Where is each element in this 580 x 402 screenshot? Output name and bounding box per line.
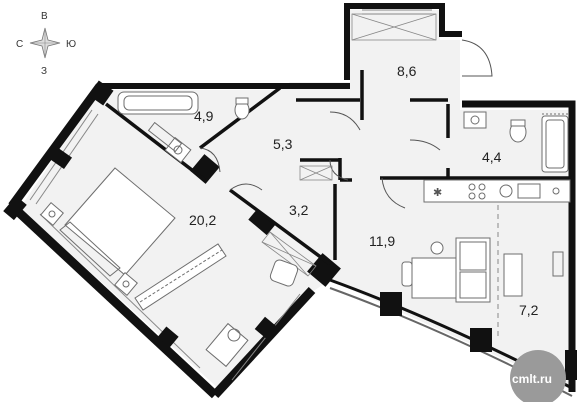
bathroom-main-fixtures	[117, 91, 250, 164]
room-area-hallway: 5,3	[273, 136, 293, 152]
wardrobe-icon	[134, 243, 227, 311]
kitchen-fixtures: ✱	[423, 179, 571, 340]
room-area-bathroom-main: 4,9	[194, 108, 214, 124]
compass-south-label: З	[41, 66, 47, 77]
door-swings	[199, 39, 493, 209]
bedroom-furniture	[40, 121, 299, 368]
nightstand-icon	[40, 202, 64, 226]
room-area-entrance: 8,6	[397, 63, 417, 79]
nightstand-icon	[114, 272, 138, 296]
cooktop-icon	[468, 183, 486, 200]
bathtub-icon	[117, 91, 199, 115]
kitchen-counter	[423, 179, 571, 203]
watermark-bubble	[510, 350, 566, 402]
compass: В С Ю З	[16, 11, 76, 77]
kitchen-sink-icon	[517, 183, 541, 199]
dining-table-icon	[411, 257, 457, 299]
compass-north-label: В	[41, 11, 48, 22]
room-area-closet: 3,2	[289, 202, 309, 218]
sink-icon	[164, 136, 192, 164]
room-area-bathroom-small: 4,4	[482, 149, 502, 165]
washer-icon	[499, 184, 513, 198]
armchair-icon	[269, 259, 299, 287]
shower-tray-icon	[541, 115, 569, 173]
plant-icon	[430, 241, 444, 255]
desk-icon	[205, 322, 249, 368]
wardrobes	[261, 13, 437, 277]
sink-icon	[463, 111, 487, 129]
compass-west-label: С	[16, 39, 23, 50]
watermark: cmlt.ru	[484, 350, 566, 402]
bathroom-small-fixtures	[463, 111, 569, 173]
watermark-brand: cmlt.ru	[512, 372, 552, 386]
chair-icon	[401, 261, 413, 287]
watermark-logo-icon	[484, 365, 508, 389]
room-labels: 4,9 5,3 3,2 20,2 8,6 4,4 11,9 7,2	[189, 63, 539, 318]
living-furniture	[401, 237, 564, 303]
svg-text:✱: ✱	[433, 186, 442, 199]
room-area-dining: 7,2	[519, 302, 539, 318]
tv-stand-icon	[503, 253, 523, 297]
room-area-living-kitchen: 11,9	[369, 233, 395, 249]
compass-east-label: Ю	[66, 39, 76, 50]
room-area-bedroom: 20,2	[189, 212, 216, 228]
